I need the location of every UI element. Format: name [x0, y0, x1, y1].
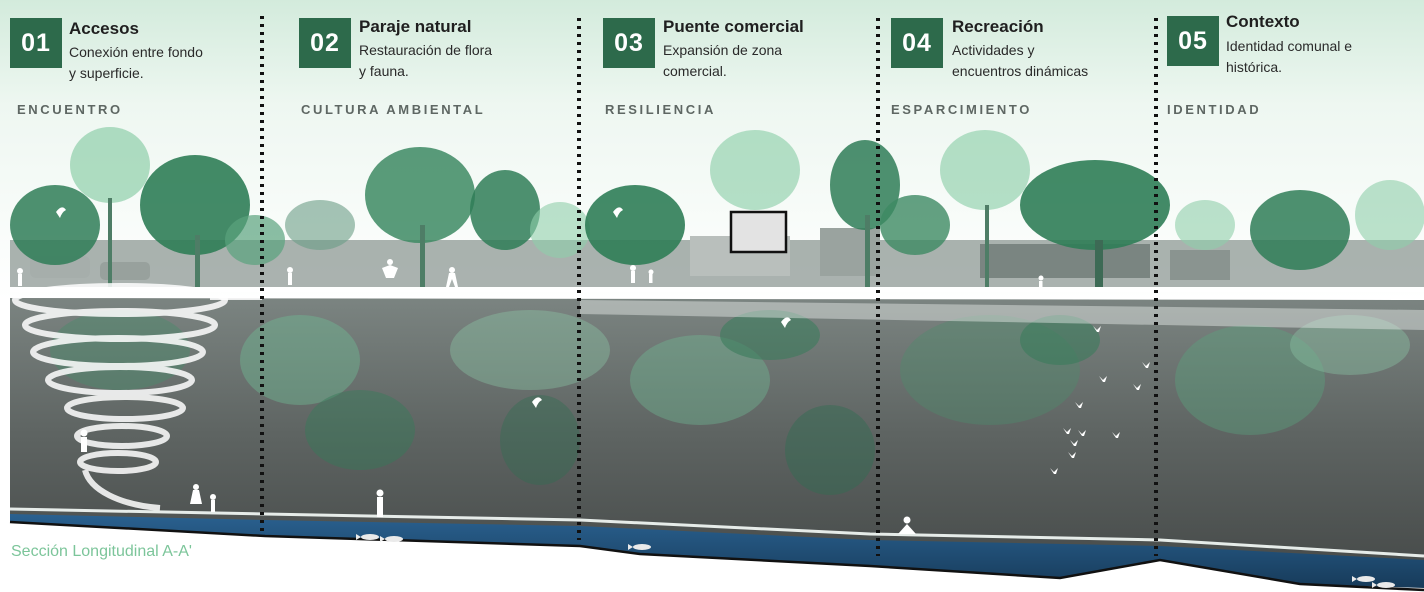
zone-05-description-line-2: histórica.	[1226, 59, 1283, 75]
zone-05-number-badge: 05	[1167, 16, 1219, 66]
zone-dividers	[260, 16, 1158, 556]
riverbank-path	[9, 507, 1424, 558]
underground-vegetation	[50, 310, 1410, 495]
billboard-icon	[729, 210, 788, 254]
zone-03-number-badge: 03	[603, 18, 655, 68]
zone-05-category: IDENTIDAD	[1167, 102, 1262, 117]
bird-icon	[56, 207, 791, 408]
zone-04-category: ESPARCIMIENTO	[891, 102, 1032, 117]
zone-03-description: Expansión de zona comercial.	[663, 40, 843, 82]
zone-01-category: ENCUENTRO	[17, 102, 123, 117]
zone-02-description-line-2: y fauna.	[359, 63, 409, 79]
zone-05-description: Identidad comunal e histórica.	[1226, 36, 1406, 78]
zone-02-description: Restauración de flora y fauna.	[359, 40, 539, 82]
soil-section	[10, 298, 1424, 570]
zone-01-description: Conexión entre fondo y superficie.	[69, 42, 249, 84]
spiral-ramp-icon	[12, 283, 228, 511]
zone-02-title: Paraje natural	[359, 17, 472, 36]
zone-03-description-line-2: comercial.	[663, 63, 727, 79]
zone-04-number-badge: 04	[891, 18, 943, 68]
zone-04-description: Actividades y encuentros dinámicas	[952, 40, 1132, 82]
zone-03-category: RESILIENCIA	[605, 102, 716, 117]
section-caption: Sección Longitudinal A-A'	[11, 543, 192, 560]
zone-03-description-line-1: Expansión de zona	[663, 42, 783, 58]
zone-05-description-line-1: Identidad comunal e	[1226, 38, 1353, 54]
butterfly-icon	[1050, 326, 1150, 474]
zone-05-title: Contexto	[1226, 12, 1300, 31]
zone-01-title: Accesos	[69, 19, 139, 38]
tree-canopy	[10, 127, 1424, 290]
zone-02-description-line-1: Restauración de flora	[359, 42, 493, 58]
zone-02-number-badge: 02	[299, 18, 351, 68]
river-water	[10, 514, 1424, 588]
zone-04-description-line-2: encuentros dinámicas	[952, 63, 1089, 79]
street-deck	[10, 287, 1424, 330]
zone-01-number-badge: 01	[10, 18, 62, 68]
fish-icon	[356, 534, 1395, 588]
zone-01-description-line-1: Conexión entre fondo	[69, 44, 203, 60]
zone-02-category: CULTURA AMBIENTAL	[301, 102, 486, 117]
zone-03-title: Puente comercial	[663, 17, 804, 36]
zone-04-description-line-1: Actividades y	[952, 42, 1035, 58]
zone-01-description-line-2: y superficie.	[69, 65, 144, 81]
zone-04-title: Recreación	[952, 17, 1044, 36]
person-icon	[17, 259, 1044, 534]
